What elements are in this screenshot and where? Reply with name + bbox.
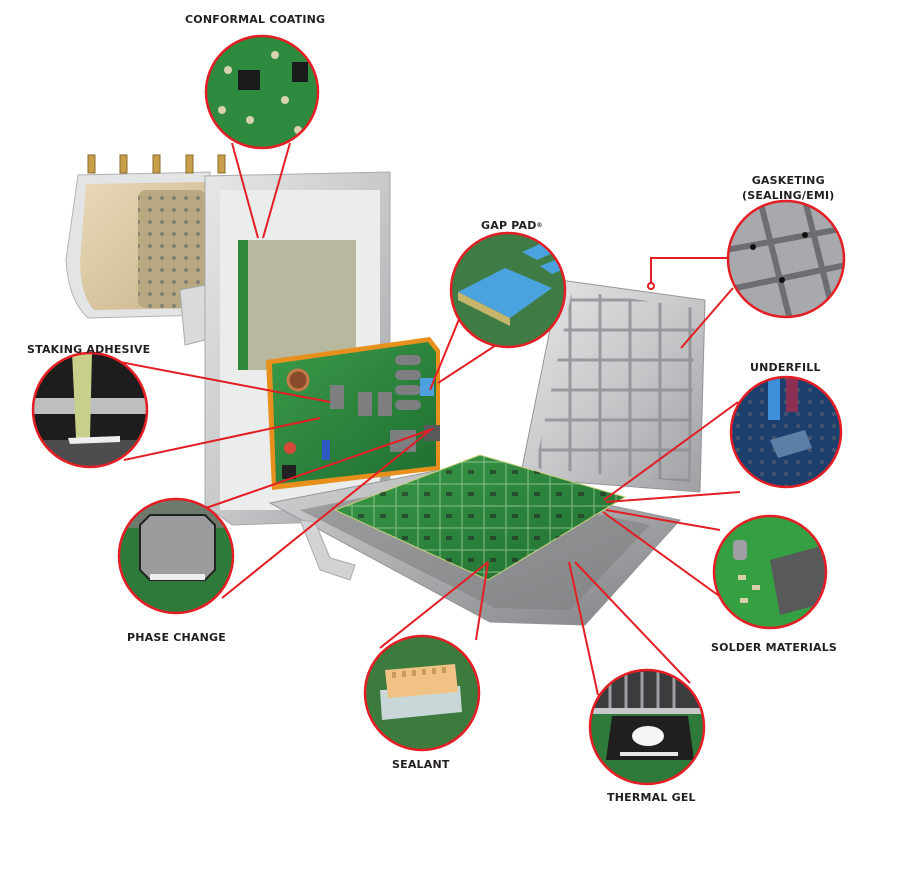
- housing-lid: [519, 279, 706, 493]
- main-grid-pcb: [333, 454, 627, 581]
- label-solder-materials: SOLDER MATERIALS: [711, 641, 838, 654]
- antenna-plate: [65, 154, 226, 319]
- label-gap-pad: GAP PAD®: [481, 218, 543, 233]
- detail-thermal-gel: [588, 668, 706, 786]
- label-gasketing-line2: (SEALING/EMI): [742, 189, 835, 202]
- detail-solder-materials: [712, 514, 828, 630]
- power-pcb: [266, 337, 440, 490]
- detail-staking-adhesive: [31, 351, 149, 469]
- detail-gap-pad: [449, 231, 567, 349]
- detail-gasketing: [726, 199, 846, 319]
- registered-mark: ®: [536, 222, 543, 229]
- label-conformal-coating: CONFORMAL COATING: [185, 13, 326, 26]
- leader-lines: [119, 142, 741, 696]
- label-gasketing-line1: GASKETING: [751, 174, 825, 187]
- detail-sealant: [363, 634, 481, 752]
- label-phase-change: PHASE CHANGE: [127, 631, 226, 644]
- label-thermal-gel: THERMAL GEL: [607, 791, 696, 804]
- detail-underfill: [729, 375, 843, 489]
- detail-conformal-coating: [204, 34, 320, 150]
- label-underfill: UNDERFILL: [750, 361, 821, 374]
- label-gasketing: GASKETING (SEALING/EMI): [742, 173, 835, 203]
- label-sealant: SEALANT: [392, 758, 450, 771]
- label-staking-adhesive: STAKING ADHESIVE: [27, 343, 151, 356]
- label-gap-pad-text: GAP PAD: [481, 219, 537, 232]
